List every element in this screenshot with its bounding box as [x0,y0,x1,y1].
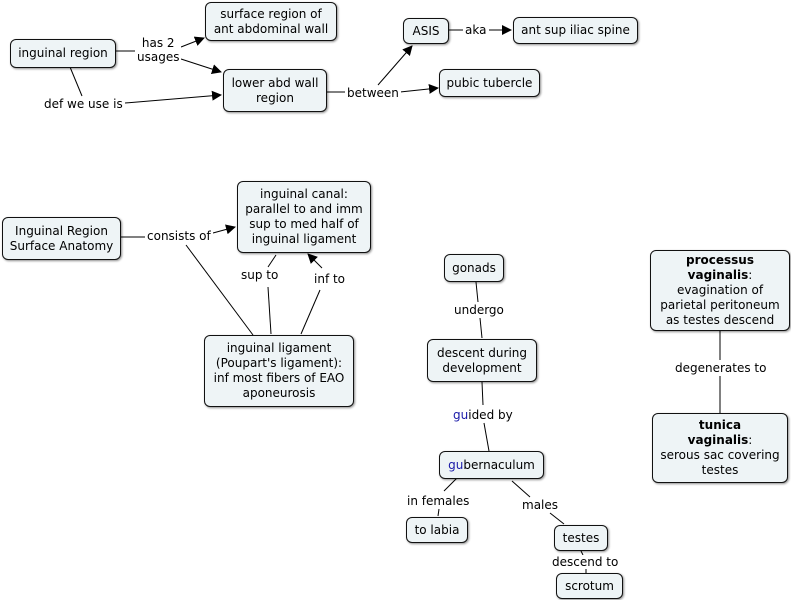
node-label: inguinal region [18,46,108,60]
line-undergo-to-descent [479,317,483,339]
line-def-to-lower-abd [124,90,222,104]
line-descent-to-guided [481,381,484,406]
line-consists-to-ligament [185,244,254,336]
link-label-undergo: undergo [452,303,506,317]
node-inguinal-ligament[interactable]: inguinal ligament (Poupart's ligament): … [204,335,354,407]
node-inguinal-canal[interactable]: inguinal canal: parallel to and imm sup … [237,181,371,253]
node-ant-sup-iliac-spine[interactable]: ant sup iliac spine [513,17,638,44]
line-has2-to-lower-abd [180,58,222,74]
node-label-line: region [256,90,294,105]
node-label-line: inf most fibers of EAO [213,371,345,385]
line-between-to-asis [377,45,413,86]
node-label-line: parallel to and imm [245,202,363,216]
line-testes-to-descend [580,550,584,556]
node-title-line: vaginalis: [688,268,753,283]
line-sup-to-ligament [267,286,272,335]
link-label-rest: ided by [468,408,513,422]
node-label-highlight: gu [448,457,464,472]
node-label-line: as testes descend [665,313,775,327]
link-label-in-females: in females [405,494,472,508]
node-asis[interactable]: ASIS [403,18,449,44]
node-label: scrotum [565,578,614,593]
link-label-guided-by: guided by [451,408,515,422]
link-label-consists-of: consists of [145,229,213,243]
node-pubic-tubercle[interactable]: pubic tubercle [439,69,540,97]
node-label-line: lower abd wall [231,75,319,90]
node-label-line: serous sac covering [660,448,780,462]
link-label-highlight: gu [453,408,469,422]
node-label: to labia [414,522,460,537]
node-label: bernaculum [463,457,535,472]
link-label-aka: aka [463,23,489,37]
node-inguinal-region[interactable]: inguinal region [10,39,116,68]
node-descent-during-development[interactable]: descent during development [427,339,537,382]
line-gonads-to-undergo [475,281,479,303]
node-title-colon: : [748,268,753,282]
line-guided-to-gubernaculum [483,422,490,452]
node-label-line: (Poupart's ligament): [215,356,343,370]
line-females-to-labia [437,508,440,517]
node-label-line: inguinal ligament [251,232,357,246]
line-canal-to-sup [267,254,277,268]
node-to-labia[interactable]: to labia [406,517,468,543]
node-scrotum[interactable]: scrotum [556,573,623,599]
link-label-between: between [345,86,401,100]
link-label-descend-to: descend to [550,555,621,569]
node-label-line: Inguinal Region [15,223,108,238]
line-has2-to-surface-region [180,36,205,48]
node-label-line: inguinal canal: [260,187,348,201]
node-processus-vaginalis[interactable]: processus vaginalis: evagination of pari… [650,250,790,331]
line-inguinal-region-to-def [69,66,83,97]
link-label-def-we-use-is: def we use is [42,97,125,111]
node-label-line: sup to med half of [249,217,359,231]
node-label-line: development [442,360,522,375]
node-title-colon: : [748,433,753,447]
node-title: tunica [698,418,742,432]
node-label-line: ant abdominal wall [213,21,329,36]
line-between-to-pubic [399,83,439,94]
link-label-line: usages [137,50,180,64]
node-label-line: parietal peritoneum [660,298,780,312]
node-label: pubic tubercle [446,75,533,90]
line-gubernaculum-to-males [511,480,531,498]
node-label: ant sup iliac spine [521,23,630,37]
node-label-line: surface region of [220,6,322,21]
node-label-line: descent during [436,345,528,360]
node-surface-anatomy[interactable]: Inguinal Region Surface Anatomy [2,217,121,260]
node-title-bold: vaginalis [687,433,749,447]
line-gubernaculum-to-females [443,477,458,492]
node-title-bold: vaginalis [687,268,749,282]
node-label-line: evagination of [676,283,764,297]
node-label-line: inguinal ligament [226,341,332,355]
node-lower-abd-wall[interactable]: lower abd wall region [223,69,327,112]
node-title-line: vaginalis: [688,433,753,448]
line-inf-to-canal [307,253,323,269]
line-males-to-testes [549,512,565,525]
link-label-inf-to: inf to [312,272,348,286]
node-title: processus [686,253,754,267]
node-label: testes [562,530,600,545]
node-surface-region[interactable]: surface region of ant abdominal wall [205,2,337,41]
node-label-line: Surface Anatomy [9,238,114,253]
node-label: ASIS [412,23,440,38]
node-testes[interactable]: testes [554,525,608,551]
link-label-line: has 2 [141,36,175,50]
link-label-sup-to: sup to [239,268,281,282]
link-label-males: males [520,498,561,512]
node-gonads[interactable]: gonads [444,254,504,282]
link-label-degenerates-to: degenerates to [673,361,769,375]
node-label-line: aponeurosis [242,386,316,400]
line-consists-to-canal [212,224,236,235]
line-ligament-to-inf [300,289,321,335]
node-label: gonads [452,260,496,275]
link-label-has-2-usages: has 2 usages [135,36,182,64]
node-tunica-vaginalis[interactable]: tunica vaginalis: serous sac covering te… [652,413,788,483]
node-label-line: testes [701,463,739,477]
